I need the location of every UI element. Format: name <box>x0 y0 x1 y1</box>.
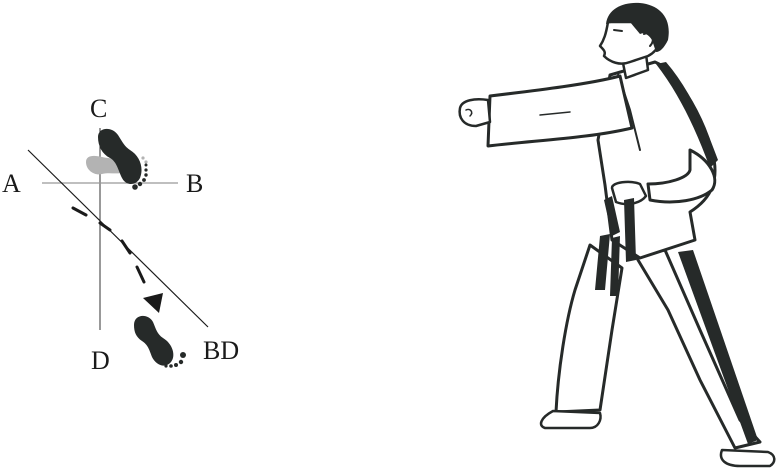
ear <box>643 32 654 47</box>
footwork-diagram <box>27 128 209 368</box>
punching-sleeve <box>486 74 634 148</box>
chambered-arm <box>646 148 717 204</box>
back-leg <box>633 248 762 450</box>
label-c: C <box>90 94 108 123</box>
sleeve-fold <box>539 111 571 116</box>
label-a: A <box>2 169 21 198</box>
axis-diagonal-bd <box>27 149 209 328</box>
hip-fist-icon <box>610 180 648 206</box>
punching-fist-icon <box>458 98 492 128</box>
black-belt <box>595 196 636 296</box>
movement-path <box>71 206 146 284</box>
foot-print-dark-icon <box>98 128 148 190</box>
eye <box>613 29 623 32</box>
back-leg-stripe <box>678 250 758 444</box>
arrow-head-icon <box>143 293 163 313</box>
front-foot <box>539 409 602 430</box>
label-b: B <box>186 169 204 198</box>
label-bd: BD <box>203 336 240 365</box>
martial-artist-figure <box>458 2 776 468</box>
foot-print-destination-icon <box>134 315 186 368</box>
fist-knuckle-line <box>465 108 473 117</box>
label-d: D <box>91 346 110 375</box>
sleeve-stripe <box>656 62 718 168</box>
front-leg <box>554 243 624 414</box>
back-foot <box>719 448 776 468</box>
